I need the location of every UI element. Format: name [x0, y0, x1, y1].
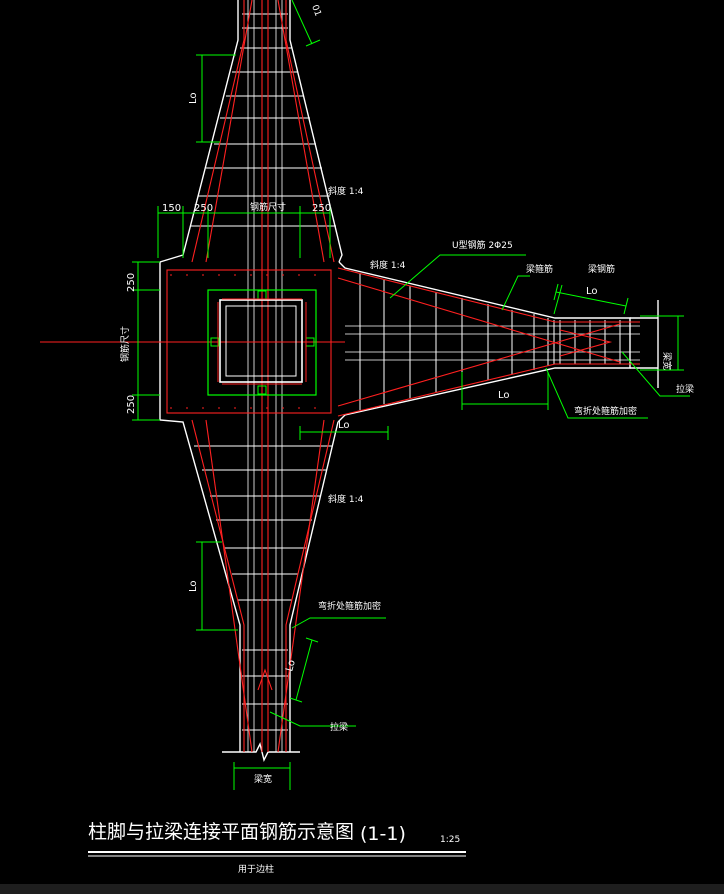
stirrup-lines — [190, 13, 621, 731]
dim-lo-bottom-diag: Lo — [284, 659, 298, 673]
slope-label-right: 斜度 1:4 — [370, 259, 406, 271]
beam-width-label-right: 梁宽 — [661, 352, 673, 370]
tie-beam-label-right: 拉梁 — [676, 383, 694, 395]
slope-label-top: 斜度 1:4 — [328, 185, 364, 197]
dimension-lines — [132, 0, 690, 790]
dim-lo-bottom: Lo — [188, 580, 199, 592]
dim-250-right: 250 — [312, 203, 331, 214]
drawing-title: 柱脚与拉梁连接平面钢筋示意图 — [88, 821, 354, 843]
dim-lo-center: Lo — [338, 420, 350, 431]
column-size-label: 钢筋尺寸 — [250, 201, 286, 213]
dim-lo-right-mid: Lo — [498, 390, 510, 401]
column-section — [207, 289, 317, 396]
dim-250-vertical-bottom: 250 — [126, 395, 137, 414]
title-block: 柱脚与拉梁连接平面钢筋示意图 (1-1) 1:25 用于边柱 — [88, 821, 466, 875]
longitudinal-bars — [247, 0, 640, 752]
dim-lo-right-top: Lo — [586, 286, 598, 297]
bend-densify-label-right: 弯折处箍筋加密 — [574, 405, 637, 417]
drawing-scale: 1:25 — [440, 835, 460, 845]
u-bar-label: U型钢筋 2Φ25 — [452, 239, 513, 251]
red-rebars — [40, 0, 640, 753]
drawing-number: (1-1) — [360, 823, 406, 845]
drawing-note: 用于边柱 — [238, 863, 274, 875]
annotations: 斜度 1:4 斜度 1:4 斜度 1:4 U型钢筋 2Φ25 梁箍筋 梁钢筋 弯… — [119, 4, 694, 785]
foundation-outline — [159, 0, 659, 763]
dim-150: 150 — [162, 203, 181, 214]
dimension-texts: 150 250 250 250 250 Lo Lo Lo Lo Lo Lo — [126, 92, 598, 672]
dim-lo-top: Lo — [188, 92, 199, 104]
bend-densify-label-bottom: 弯折处箍筋加密 — [318, 600, 381, 612]
tie-beam-label-bottom: 拉梁 — [330, 721, 348, 733]
slope-label-bottom: 斜度 1:4 — [328, 493, 364, 505]
column-size-vertical-label: 钢筋尺寸 — [119, 326, 131, 362]
beam-bar-label: 梁钢筋 — [588, 263, 615, 275]
beam-stirrup-label: 梁箍筋 — [526, 263, 553, 275]
dim-250-vertical-top: 250 — [126, 273, 137, 292]
top-corner-label: 01 — [309, 4, 322, 18]
beam-width-label-bottom: 梁宽 — [254, 773, 272, 785]
dim-250-left: 250 — [194, 203, 213, 214]
status-bar — [0, 884, 724, 894]
